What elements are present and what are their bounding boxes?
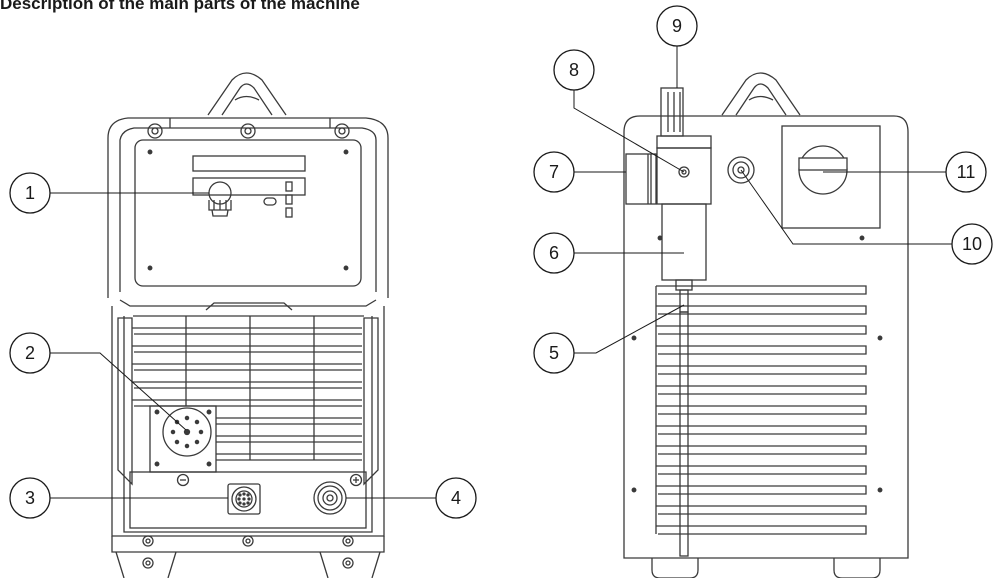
display-window-top xyxy=(192,155,306,172)
rear-handle xyxy=(721,72,801,116)
control-connector xyxy=(227,483,261,515)
callout-10: 10 xyxy=(951,223,993,265)
power-socket xyxy=(313,481,347,515)
callout-5: 5 xyxy=(533,332,575,374)
svg-text:9: 9 xyxy=(672,16,682,36)
svg-text:8: 8 xyxy=(569,60,579,80)
callout-8: 8 xyxy=(553,49,595,91)
page-title: Description of the main parts of the mac… xyxy=(0,0,360,13)
front-socket-panel xyxy=(149,405,217,473)
svg-text:3: 3 xyxy=(25,488,35,508)
callout-11: 11 xyxy=(945,151,987,193)
control-knob xyxy=(208,181,232,217)
front-handle xyxy=(207,72,287,116)
svg-text:10: 10 xyxy=(962,234,982,254)
display-window-bottom xyxy=(192,177,306,196)
svg-text:11: 11 xyxy=(957,162,976,182)
callout-6: 6 xyxy=(533,232,575,274)
svg-text:1: 1 xyxy=(25,183,35,203)
svg-text:5: 5 xyxy=(549,343,559,363)
svg-text:2: 2 xyxy=(25,343,35,363)
rear-foot-right xyxy=(833,558,881,578)
callout-2: 2 xyxy=(9,332,51,374)
minus-terminal-icon xyxy=(176,473,190,487)
callout-4: 4 xyxy=(435,477,477,519)
callout-1: 1 xyxy=(9,172,51,214)
front-louvers xyxy=(132,315,364,461)
pressure-regulator xyxy=(625,87,712,557)
callout-7: 7 xyxy=(533,151,575,193)
callout-3: 3 xyxy=(9,477,51,519)
gas-inlet xyxy=(727,156,755,184)
leader-lines xyxy=(48,44,953,499)
rear-view xyxy=(623,72,909,578)
rear-body xyxy=(623,115,909,559)
main-switch xyxy=(781,125,881,229)
front-view xyxy=(107,72,389,578)
rear-louvers xyxy=(655,285,867,535)
svg-text:7: 7 xyxy=(549,162,559,182)
front-control-panel xyxy=(134,139,362,287)
rear-foot-left xyxy=(651,558,699,578)
front-foot-left xyxy=(115,551,177,578)
front-foot-right xyxy=(319,551,381,578)
svg-text:4: 4 xyxy=(451,488,461,508)
svg-text:6: 6 xyxy=(549,243,559,263)
front-top-frame xyxy=(107,117,389,298)
plus-terminal-icon xyxy=(349,473,363,487)
callout-9: 9 xyxy=(656,5,698,47)
